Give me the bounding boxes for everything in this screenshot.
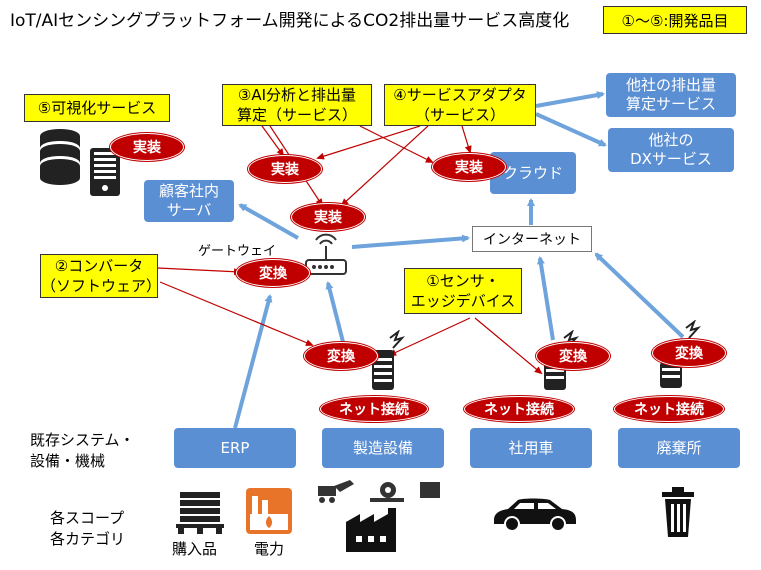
scope-electricity-label: 電力 [254,540,285,558]
item-4-label-line1: ④サービスアダプタ [393,86,527,104]
badge-convert-label: 変換 [259,266,287,282]
other-company-calc-service: 他社の排出量 算定サービス [606,73,736,117]
database-server-icon [40,129,120,196]
manufacturing-equipment-icons [318,480,440,552]
red-arrow-sensor-to-mfg [388,317,471,356]
item-1-sensor-edge: ①センサ・ エッジデバイス [404,268,522,314]
cloud-box: クラウド [490,152,576,194]
badge-net-connect: ネット接続 [320,396,428,422]
badge-implement: 実装 [432,153,506,181]
arrow-adapter-to-other-dx [535,112,607,147]
systems-label-line2: 設備・機械 [30,452,106,470]
red-arrow-3-to-impl-b [359,125,434,163]
scope-label-line2: 各カテゴリ [50,530,126,548]
red-arrow-3-to-impl-a [261,125,285,157]
badge-implement: 実装 [110,133,184,161]
scope-label: 各スコープ 各カテゴリ [50,508,125,550]
arrow-erp-to-gateway [233,294,273,429]
arrow-gateway-to-server [238,203,299,240]
item-2-converter: ②コンバータ （ソフトウェア） [40,254,162,298]
other-company-dx-service: 他社の DXサービス [608,128,734,172]
badge-convert-label: 変換 [675,346,703,362]
badge-net-connect-label: ネット接続 [484,402,554,418]
red-arrow-conv-to-mfg [159,281,314,346]
other-calc-line2: 算定サービス [625,95,716,113]
arrow-car-to-internet [536,256,555,341]
power-plant-icon [246,488,292,534]
arrow-adapter-to-other-calc [535,91,605,108]
arrow-gateway-to-internet [351,234,470,249]
pallet-stack-icon [176,492,224,534]
item-5-label: ⑤可視化サービス [37,99,157,117]
badge-convert-label: 変換 [559,349,587,365]
sensor-device-icon [660,320,702,388]
customer-server-line1: 顧客社内 [158,182,219,200]
red-arrow-sensor-to-car [474,317,543,375]
system-erp: ERP [174,428,296,468]
other-dx-line2: DXサービス [630,150,712,168]
system-disposal-label: 廃棄所 [656,438,702,457]
item-2-label-line2: （ソフトウェア） [41,277,162,295]
system-manufacturing: 製造設備 [322,428,444,468]
sensor-device-icon [372,330,406,390]
system-company-car-label: 社用車 [508,438,554,457]
item-4-label-line2: （サービス） [414,106,505,124]
internet-box: インターネット [472,226,592,252]
item-5-visualization: ⑤可視化サービス [24,94,170,122]
item-3-ai-analysis: ③AI分析と排出量 算定（サービス） [222,84,372,126]
badge-implement-label: 実装 [133,140,161,156]
badge-implement-label: 実装 [455,160,483,176]
item-1-label-line2: エッジデバイス [410,292,516,310]
car-icon [494,498,576,532]
item-1-label-line1: ①センサ・ [426,272,500,290]
badge-net-connect: ネット接続 [614,396,724,422]
red-arrow-conv-to-gw [157,267,242,276]
badge-net-connect-label: ネット接続 [339,402,409,418]
arrow-disposal-to-internet [594,252,685,339]
badge-implement-label: 実装 [271,162,299,178]
systems-label: 既存システム・ 設備・機械 [30,430,135,472]
legend-box: ①～⑤:開発品目 [603,6,747,34]
badge-net-connect: ネット接続 [464,396,574,422]
systems-label-line1: 既存システム・ [30,431,135,449]
item-3-label-line1: ③AI分析と排出量 [237,86,357,104]
system-company-car: 社用車 [470,428,592,468]
badge-implement: 実装 [291,203,365,231]
badge-convert: 変換 [536,342,610,370]
scope-purchased-label: 購入品 [172,540,218,558]
trash-can-icon [662,487,694,537]
system-erp-label: ERP [220,438,250,457]
cloud-label: クラウド [502,163,563,182]
item-4-service-adapter: ④サービスアダプタ （サービス） [384,84,536,126]
item-3-label-line2: 算定（サービス） [236,106,357,124]
system-manufacturing-label: 製造設備 [352,438,413,457]
gateway-label: ゲートウェイ [198,244,277,259]
page-title: IoT/AIセンシングプラットフォーム開発によるCO2排出量サービス高度化 [10,11,570,31]
red-arrow-4-to-impl-a [316,125,421,160]
badge-convert: 変換 [304,342,378,370]
other-calc-line1: 他社の排出量 [625,76,716,94]
other-dx-line1: 他社の [648,131,694,149]
badge-convert: 変換 [652,339,726,367]
badge-convert-label: 変換 [327,349,355,365]
badge-convert: 変換 [236,259,310,287]
red-arrow-4-to-impl-c [340,125,429,207]
item-2-label-line1: ②コンバータ [54,257,144,275]
badge-net-connect-label: ネット接続 [634,402,704,418]
customer-server-line2: サーバ [166,201,212,219]
arrow-mfg-to-gateway [325,281,345,343]
customer-server-box: 顧客社内 サーバ [144,180,234,222]
scope-label-line1: 各スコープ [50,509,125,527]
red-arrow-4-to-impl-b [461,125,472,154]
badge-implement-label: 実装 [314,210,342,226]
badge-implement: 実装 [248,155,322,183]
internet-label: インターネット [483,232,581,248]
system-disposal: 廃棄所 [618,428,740,468]
